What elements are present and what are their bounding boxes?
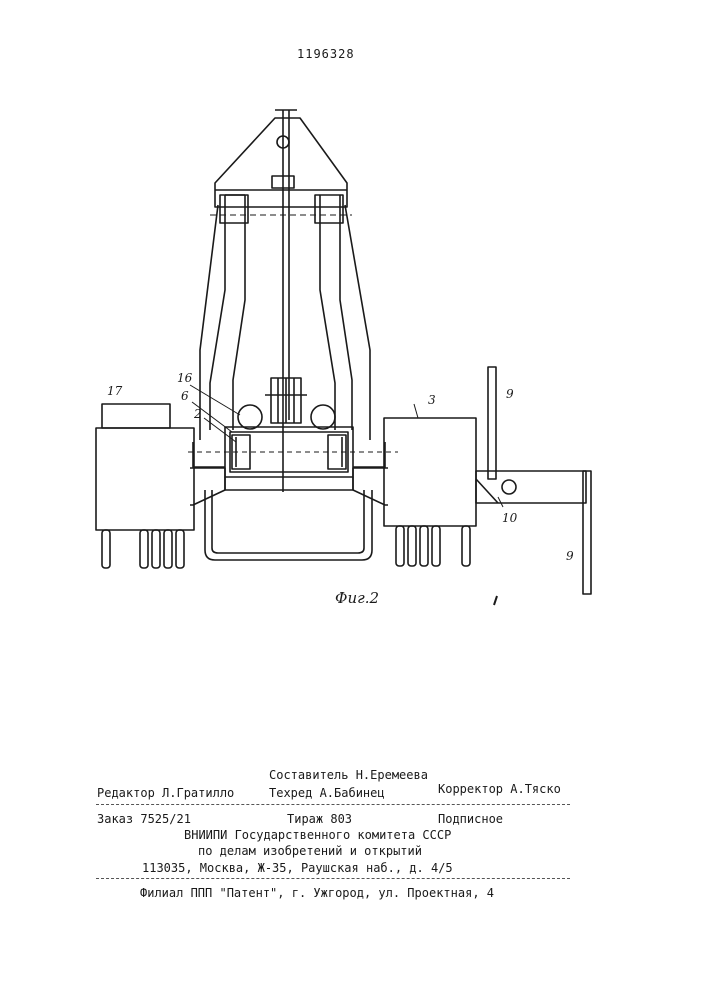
subscription: Подписное — [438, 812, 503, 826]
organization-line-1: ВНИИПИ Государственного комитета СССР — [184, 828, 451, 842]
divider-bottom — [96, 878, 570, 879]
technical-editor: Техред А.Бабинец — [269, 786, 385, 800]
organization-line-2: по делам изобретений и открытий — [198, 844, 422, 858]
address: 113035, Москва, Ж-35, Раушская наб., д. … — [142, 861, 453, 875]
circulation: Тираж 803 — [287, 812, 352, 826]
editor: Редактор Л.Гратилло — [97, 786, 234, 800]
divider-top — [96, 804, 570, 805]
corrector: Корректор А.Тяско — [438, 782, 561, 796]
compiler: Составитель Н.Еремеева — [269, 768, 428, 782]
branch-line: Филиал ППП "Патент", г. Ужгород, ул. Про… — [140, 886, 494, 900]
order-number: Заказ 7525/21 — [97, 812, 191, 826]
